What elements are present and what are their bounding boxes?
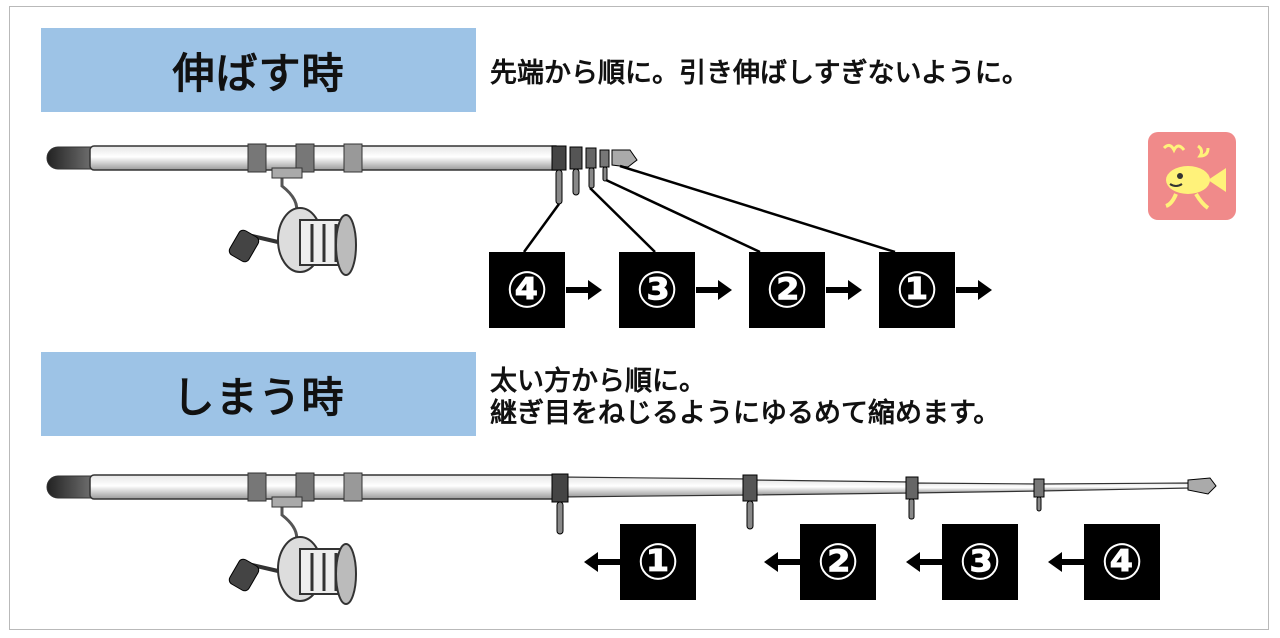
- retract-heading-text: しまう時: [172, 372, 345, 422]
- arrow-left-icon: [584, 552, 598, 572]
- retract-step-label: ①: [636, 533, 680, 591]
- fish-mascot-icon: [1148, 132, 1236, 220]
- extend-step-label: ③: [635, 261, 679, 319]
- page-frame: [9, 6, 1269, 630]
- retract-arrows: [584, 552, 1084, 572]
- arrow-right-icon: [848, 280, 862, 300]
- extend-step-badge: ③: [619, 252, 695, 328]
- extend-heading-text: 伸ばす時: [172, 48, 345, 98]
- collapsed-rod-icon: [46, 143, 896, 254]
- retract-step-badge: ①: [620, 524, 696, 600]
- retract-instruction-line1: 太い方から順に。: [490, 366, 706, 397]
- extend-step-label: ①: [895, 261, 939, 319]
- extend-step-badge: ②: [749, 252, 825, 328]
- retract-step-badge: ③: [942, 524, 1018, 600]
- top-reel-icon: [228, 167, 357, 276]
- retract-step-label: ②: [816, 533, 860, 591]
- retract-step-badge: ②: [800, 524, 876, 600]
- retract-step-label: ③: [958, 533, 1002, 591]
- arrow-left-icon: [764, 552, 778, 572]
- retract-heading: しまう時: [41, 352, 476, 436]
- arrow-left-icon: [906, 552, 920, 572]
- extend-step-label: ②: [765, 261, 809, 319]
- extended-rod-icon: [46, 472, 1217, 535]
- arrow-right-icon: [588, 280, 602, 300]
- extend-arrows: [566, 280, 992, 300]
- extend-heading: 伸ばす時: [41, 28, 476, 112]
- arrow-right-icon: [718, 280, 732, 300]
- extend-instruction: 先端から順に。引き伸ばしすぎないように。: [490, 58, 1029, 89]
- arrow-right-icon: [978, 280, 992, 300]
- arrow-left-icon: [1048, 552, 1062, 572]
- retract-step-badge: ④: [1084, 524, 1160, 600]
- extend-step-badge: ①: [879, 252, 955, 328]
- bottom-reel-icon: [228, 496, 357, 605]
- extend-step-label: ④: [505, 261, 549, 319]
- extend-step-badge: ④: [489, 252, 565, 328]
- retract-step-label: ④: [1100, 533, 1144, 591]
- retract-instruction-line2: 継ぎ目をねじるようにゆるめて縮めます。: [490, 398, 1001, 429]
